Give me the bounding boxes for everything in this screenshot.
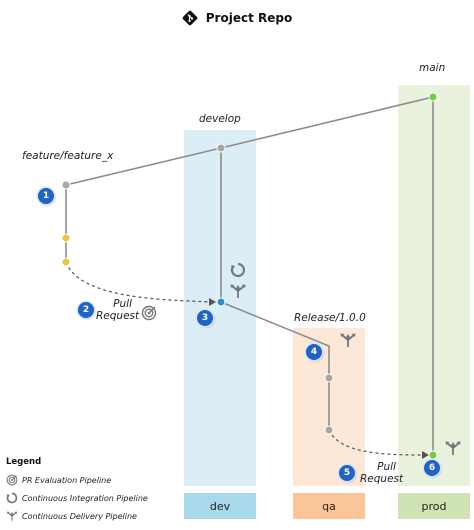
- lane-dev: [184, 130, 256, 486]
- commit-main-merge: [428, 450, 438, 460]
- legend-title: Legend: [6, 457, 42, 467]
- step-marker-1: 1: [38, 188, 54, 204]
- pr-evaluation-icon: [141, 305, 157, 321]
- env-tab-prod: prod: [398, 493, 470, 519]
- step-marker-2: 2: [78, 302, 94, 318]
- commit-feature-3: [61, 257, 71, 267]
- env-tab-dev: dev: [184, 493, 256, 519]
- git-logo-icon: [182, 10, 198, 26]
- arrowhead-2: [422, 451, 429, 459]
- step-marker-5: 5: [339, 465, 355, 481]
- pull-request-label-2: Pull Request: [360, 461, 403, 485]
- branch-label-develop: develop: [199, 113, 241, 125]
- env-tab-qa: qa: [293, 493, 365, 519]
- continuous-delivery-icon-qa: [340, 333, 356, 347]
- continuous-delivery-icon: [7, 511, 17, 521]
- pull-request-arrow-1: [65, 261, 214, 303]
- commit-release-2: [324, 425, 334, 435]
- branch-label-feature: feature/feature_x: [22, 150, 114, 162]
- arrowhead-1: [209, 298, 216, 306]
- pull-request-line1: Pull: [113, 298, 132, 310]
- pull-request-arrow-2: [328, 429, 427, 456]
- continuous-integration-icon: [6, 492, 18, 504]
- continuous-delivery-icon: [230, 284, 246, 298]
- commit-develop-top: [216, 143, 226, 153]
- pull-request-line2: Request: [96, 310, 140, 322]
- legend-label-cd: Continuous Delivery Pipeline: [22, 511, 137, 521]
- pull-request-label-1: Pull Request: [96, 298, 139, 322]
- step-marker-6: 6: [424, 460, 440, 476]
- legend-label-ci: Continuous Integration Pipeline: [22, 493, 148, 503]
- commit-release-1: [324, 373, 334, 383]
- legend-item-ci: Continuous Integration Pipeline: [6, 489, 176, 507]
- title-text: Project Repo: [205, 11, 293, 25]
- page-title: Project Repo: [0, 8, 474, 28]
- legend-item-cd: Continuous Delivery Pipeline: [6, 507, 176, 525]
- legend-label-pr: PR Evaluation Pipeline: [22, 475, 112, 485]
- pull-request-line1-b: Pull: [377, 461, 396, 473]
- legend-item-pr: PR Evaluation Pipeline: [6, 471, 176, 489]
- commit-feature-2: [61, 233, 71, 243]
- pull-request-line2-b: Request: [360, 473, 404, 485]
- branch-label-release: Release/1.0.0: [294, 312, 366, 324]
- branch-label-main: main: [419, 62, 446, 74]
- legend: Legend PR Evaluation Pipeline Continuous…: [6, 457, 176, 525]
- release-branch-line: [220, 301, 330, 430]
- commit-main-top: [428, 92, 438, 102]
- lane-prod: [398, 85, 470, 486]
- step-marker-3: 3: [197, 310, 213, 326]
- continuous-delivery-icon-prod: [445, 441, 461, 455]
- step-marker-4: 4: [306, 344, 322, 360]
- commit-develop-merge: [216, 297, 226, 307]
- continuous-integration-icon: [230, 262, 246, 278]
- commit-feature-1: [61, 180, 71, 190]
- pr-evaluation-icon: [6, 474, 18, 486]
